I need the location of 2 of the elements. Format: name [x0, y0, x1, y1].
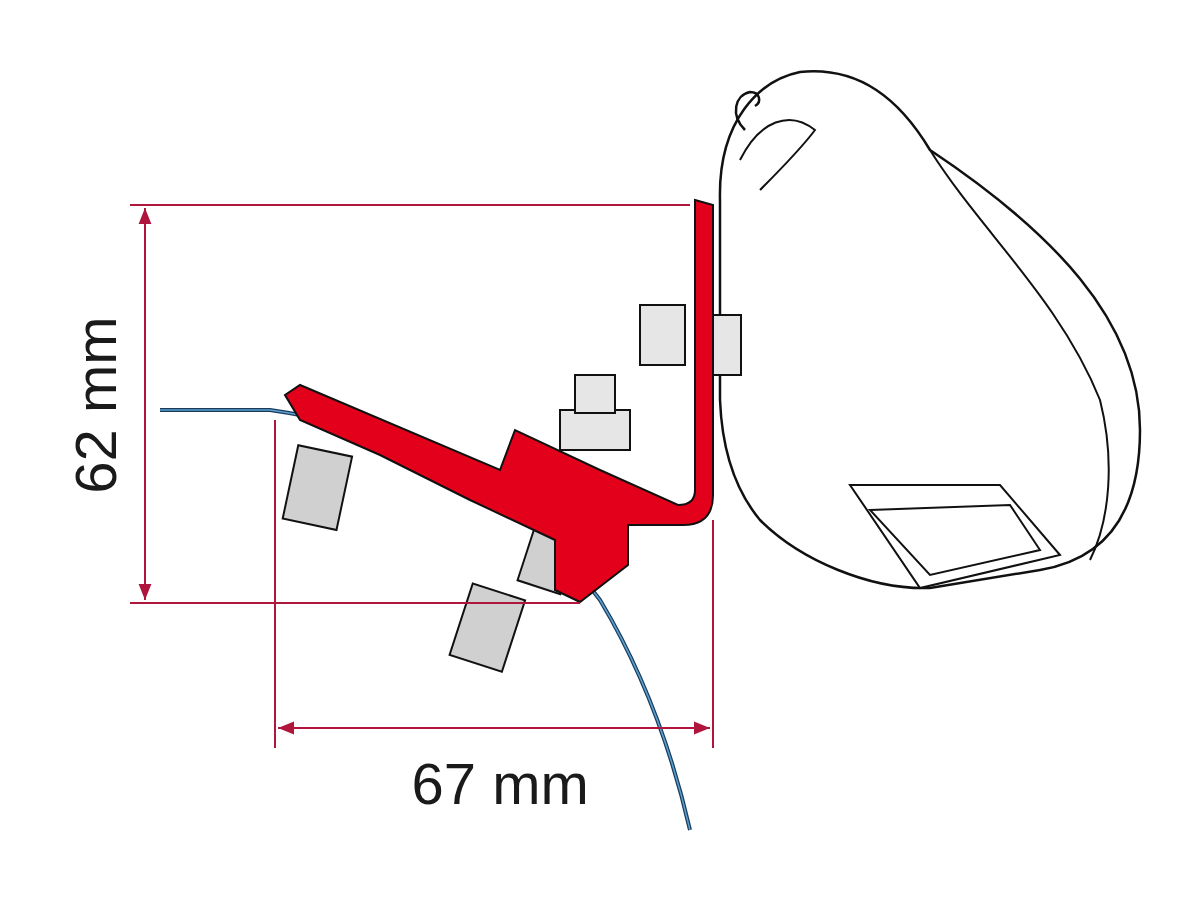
dimension-label: 67 mm [411, 755, 589, 813]
dimension-label: 62 mm [66, 316, 125, 494]
